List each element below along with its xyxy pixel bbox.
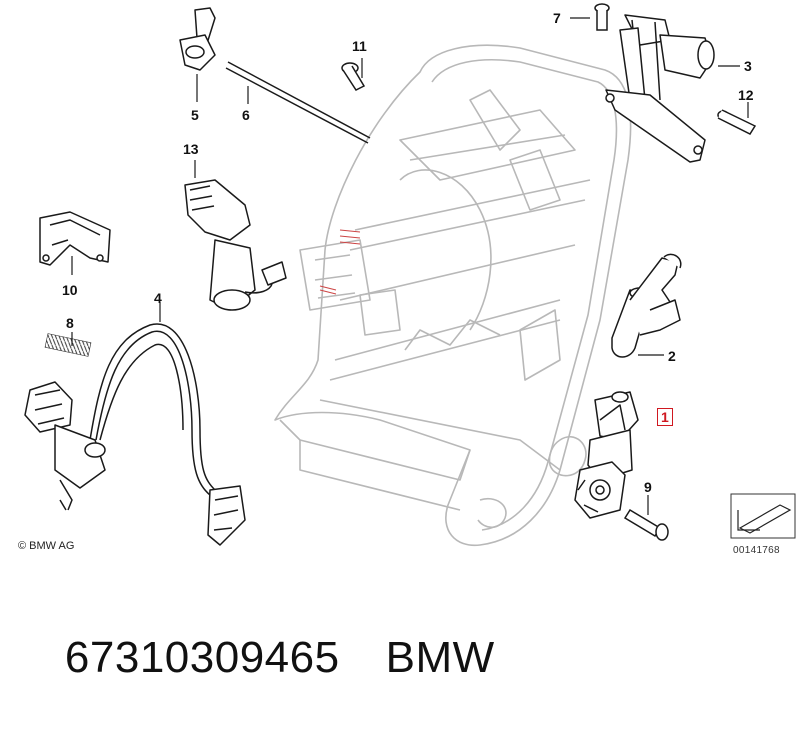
callout-6: 6 bbox=[242, 107, 250, 123]
parts-diagram: 1 2 3 4 5 6 7 8 9 10 11 12 13 © BMW AG 0… bbox=[18, 3, 796, 682]
part-number: 67310309465 bbox=[64, 633, 340, 682]
document-logo bbox=[730, 493, 796, 539]
brand-name: BMW bbox=[385, 633, 495, 682]
copyright-notice: © BMW AG bbox=[18, 540, 75, 552]
callout-5: 5 bbox=[191, 107, 199, 123]
callout-1: 1 bbox=[657, 408, 673, 426]
callout-13: 13 bbox=[183, 141, 199, 157]
part-13-motor bbox=[184, 160, 287, 311]
part-7-bolt bbox=[570, 3, 610, 31]
diagram-drawing bbox=[24, 3, 796, 547]
part-9-bolt bbox=[623, 495, 669, 541]
callout-11: 11 bbox=[352, 38, 367, 54]
part-6-rod bbox=[225, 61, 371, 144]
callout-3: 3 bbox=[744, 58, 752, 74]
callout-12: 12 bbox=[738, 87, 754, 103]
callout-10: 10 bbox=[62, 282, 78, 298]
seat-frame bbox=[274, 44, 632, 547]
callout-4: 4 bbox=[154, 290, 162, 306]
part-4-cable-drive bbox=[24, 302, 246, 546]
part-2-motor bbox=[611, 253, 682, 358]
part-12-pin bbox=[717, 102, 757, 135]
part-11-bolt bbox=[341, 58, 366, 91]
part-caption: 67310309465 BMW bbox=[14, 583, 495, 733]
callout-8: 8 bbox=[66, 315, 74, 331]
part-8-spring bbox=[44, 332, 92, 357]
document-id: 00141768 bbox=[733, 545, 780, 556]
callout-9: 9 bbox=[644, 479, 652, 495]
callout-7: 7 bbox=[553, 10, 561, 26]
callout-2: 2 bbox=[668, 348, 676, 364]
part-5-crank bbox=[179, 7, 216, 102]
part-1-motor bbox=[574, 391, 639, 519]
part-10-bracket bbox=[39, 211, 111, 275]
part-3-bracket bbox=[605, 14, 740, 163]
